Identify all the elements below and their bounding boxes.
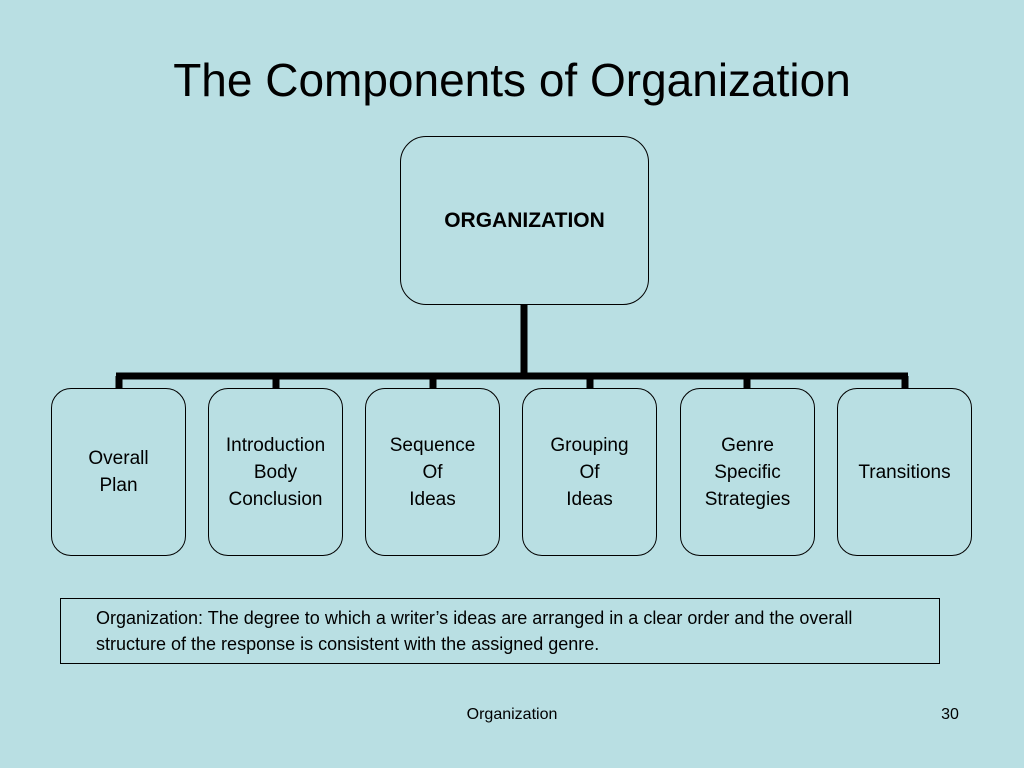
child-node-overall-plan: Overall Plan [51, 388, 186, 556]
child-node-label: Transitions [858, 461, 951, 483]
footer-label: Organization [466, 706, 558, 723]
child-node-label: Grouping Of Ideas [550, 434, 629, 510]
child-node-label: Genre Specific Strategies [704, 434, 791, 510]
child-node-sequence-of-ideas: Sequence Of Ideas [365, 388, 500, 556]
root-node-organization: ORGANIZATION [400, 136, 649, 305]
root-node-label: ORGANIZATION [444, 208, 605, 232]
page-number: 30 [941, 706, 959, 723]
child-node-grouping-of-ideas: Grouping Of Ideas [522, 388, 657, 556]
child-node-introduction-body-conclusion: Introduction Body Conclusion [208, 388, 343, 556]
child-node-label: Overall Plan [88, 448, 149, 496]
definition-box: Organization: The degree to which a writ… [60, 598, 940, 664]
child-node-transitions: Transitions [837, 388, 972, 556]
slide-title: The Components of Organization [173, 54, 851, 106]
definition-text: Organization: The degree to which a writ… [96, 608, 853, 654]
child-node-label: Sequence Of Ideas [389, 434, 476, 510]
child-node-genre-specific-strategies: Genre Specific Strategies [680, 388, 815, 556]
child-node-label: Introduction Body Conclusion [225, 434, 326, 510]
